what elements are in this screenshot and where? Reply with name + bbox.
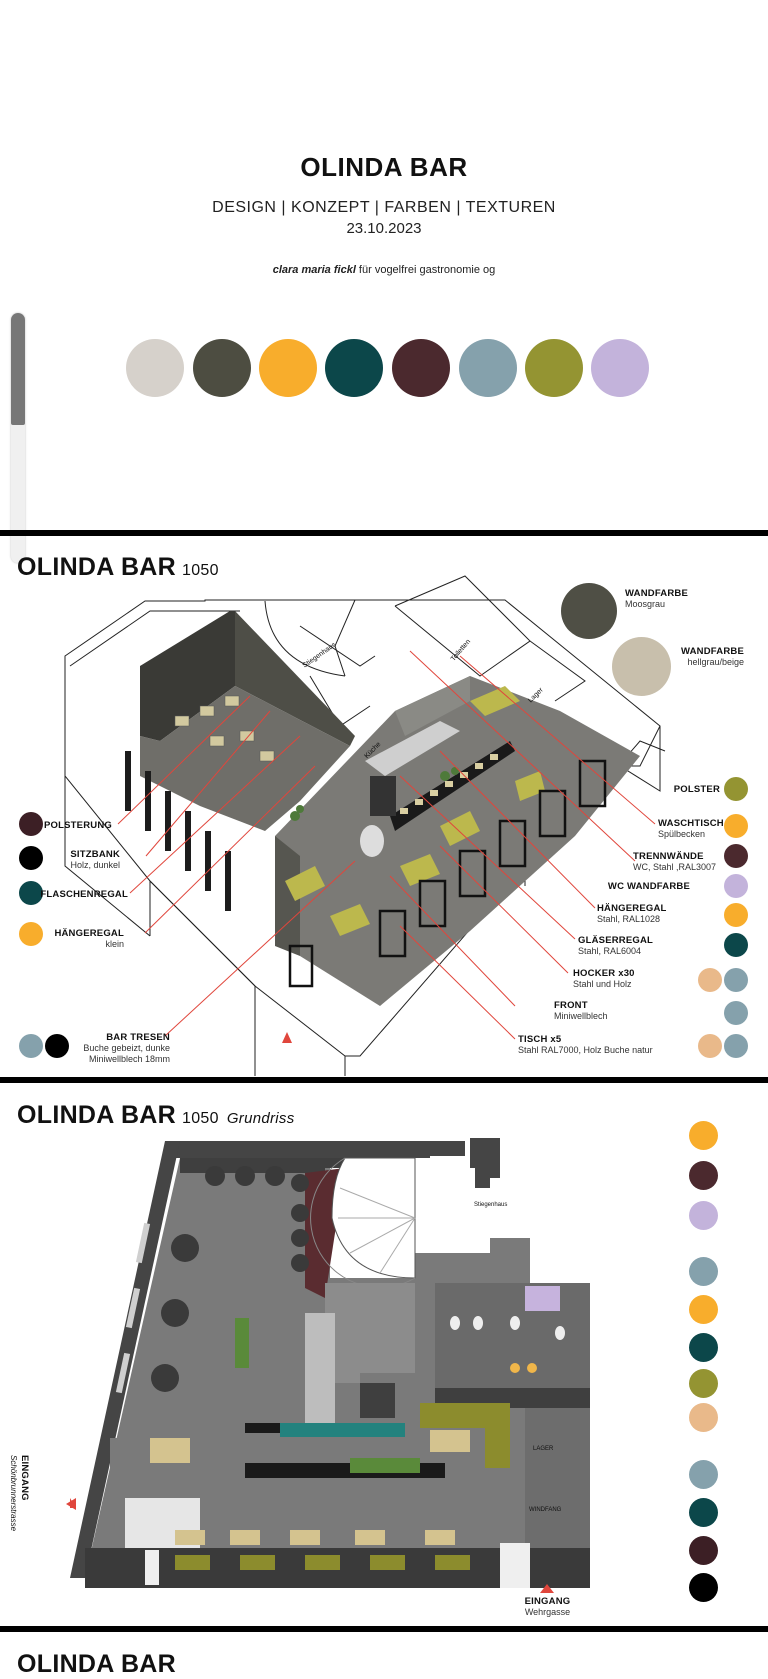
axonometric-drawing [64, 575, 666, 1076]
floorplan-color-swatch [689, 1498, 718, 1527]
polsterung-swatch [19, 812, 43, 836]
cover-author: clara maria fickl für vogelfrei gastrono… [0, 264, 768, 276]
wall-color-2-swatch [612, 637, 671, 696]
floorplan-stair-label: Stiegenhaus [474, 1202, 508, 1208]
slide2-title: OLINDA BAR 1050 [17, 553, 219, 582]
tisch-wood-swatch [698, 1034, 722, 1058]
author-rest: für vogelfrei gastronomie og [355, 264, 496, 276]
trennwaende-swatch [724, 844, 748, 868]
palette-swatch [591, 339, 649, 397]
palette-swatch [259, 339, 317, 397]
palette-swatch [525, 339, 583, 397]
floor-plan [70, 1138, 590, 1588]
page-separator [0, 1077, 768, 1083]
entrance-bottom-arrow [540, 1584, 554, 1593]
floorplan-color-swatch [689, 1460, 718, 1489]
bar-tresen-swatch-2 [45, 1034, 69, 1058]
cover-title: OLINDA BAR [300, 152, 468, 182]
floorplan-color-swatch [689, 1536, 718, 1565]
author-name: clara maria fickl [272, 264, 356, 276]
slide2-number: 1050 [182, 562, 219, 579]
palette-swatch [193, 339, 251, 397]
slide2-title-text: OLINDA BAR [17, 553, 177, 581]
page-separator [0, 530, 768, 536]
palette-swatch [459, 339, 517, 397]
entrance-bottom-label: EINGANG [524, 1596, 571, 1607]
label-polster: POLSTER [673, 784, 720, 795]
hocker-wood-swatch [698, 968, 722, 992]
floorplan-windfang-label: WINDFANG [529, 1507, 562, 1513]
slide4-title: OLINDA BAR [17, 1650, 177, 1678]
glaeserregal-swatch [724, 933, 748, 957]
cover-subtitle: DESIGN | KONZEPT | FARBEN | TEXTUREN [212, 199, 556, 216]
haengeregal-swatch [724, 903, 748, 927]
floorplan-color-swatch [689, 1257, 718, 1286]
haengeregal-klein-swatch [19, 922, 43, 946]
palette-swatch [126, 339, 184, 397]
label-wc-wandfarbe: WC WANDFARBE [607, 881, 690, 892]
floorplan-color-swatch [689, 1573, 718, 1602]
sitzbank-swatch [19, 846, 43, 870]
front-swatch [724, 1001, 748, 1025]
wall-color-1-swatch [561, 583, 617, 639]
slide3-subtitle: Grundriss [226, 1110, 295, 1127]
page-separator [0, 1626, 768, 1632]
entrance-left-arrow [66, 1498, 76, 1510]
floorplan-color-swatch [689, 1403, 718, 1432]
cover-date: 23.10.2023 [346, 220, 422, 237]
slide3-title-text: OLINDA BAR [17, 1101, 177, 1129]
palette-swatch [325, 339, 383, 397]
label-flaschenregal: FLASCHENREGAL [40, 889, 128, 900]
bar-tresen-swatch-1 [19, 1034, 43, 1058]
entrance-left-label: EINGANG [19, 1455, 30, 1501]
floorplan-color-swatch [689, 1333, 718, 1362]
entrance-left-street: Schönbrunnerstrasse [9, 1455, 18, 1532]
waschtisch-swatch [724, 814, 748, 838]
scrollbar-thumb[interactable] [11, 313, 25, 425]
palette-swatch [392, 339, 450, 397]
floorplan-color-swatch [689, 1201, 718, 1230]
floorplan-color-swatch [689, 1295, 718, 1324]
floorplan-color-swatch [689, 1121, 718, 1150]
floorplan-lager-label: LAGER [533, 1446, 554, 1452]
label-polsterung: POLSTERUNG [44, 820, 112, 831]
tisch-swatch [724, 1034, 748, 1058]
slide3-number: 1050 [182, 1110, 219, 1127]
floorplan-color-swatch [689, 1161, 718, 1190]
hocker-swatch [724, 968, 748, 992]
flaschenregal-swatch [19, 881, 43, 905]
polster-swatch [724, 777, 748, 801]
entrance-left: EINGANG Schönbrunnerstrasse [8, 1455, 30, 1575]
wc-wandfarbe-swatch [724, 874, 748, 898]
floorplan-color-swatch [689, 1369, 718, 1398]
slide3-title: OLINDA BAR 1050 Grundriss [17, 1101, 295, 1130]
entrance-bottom-street: Wehrgasse [524, 1607, 571, 1617]
